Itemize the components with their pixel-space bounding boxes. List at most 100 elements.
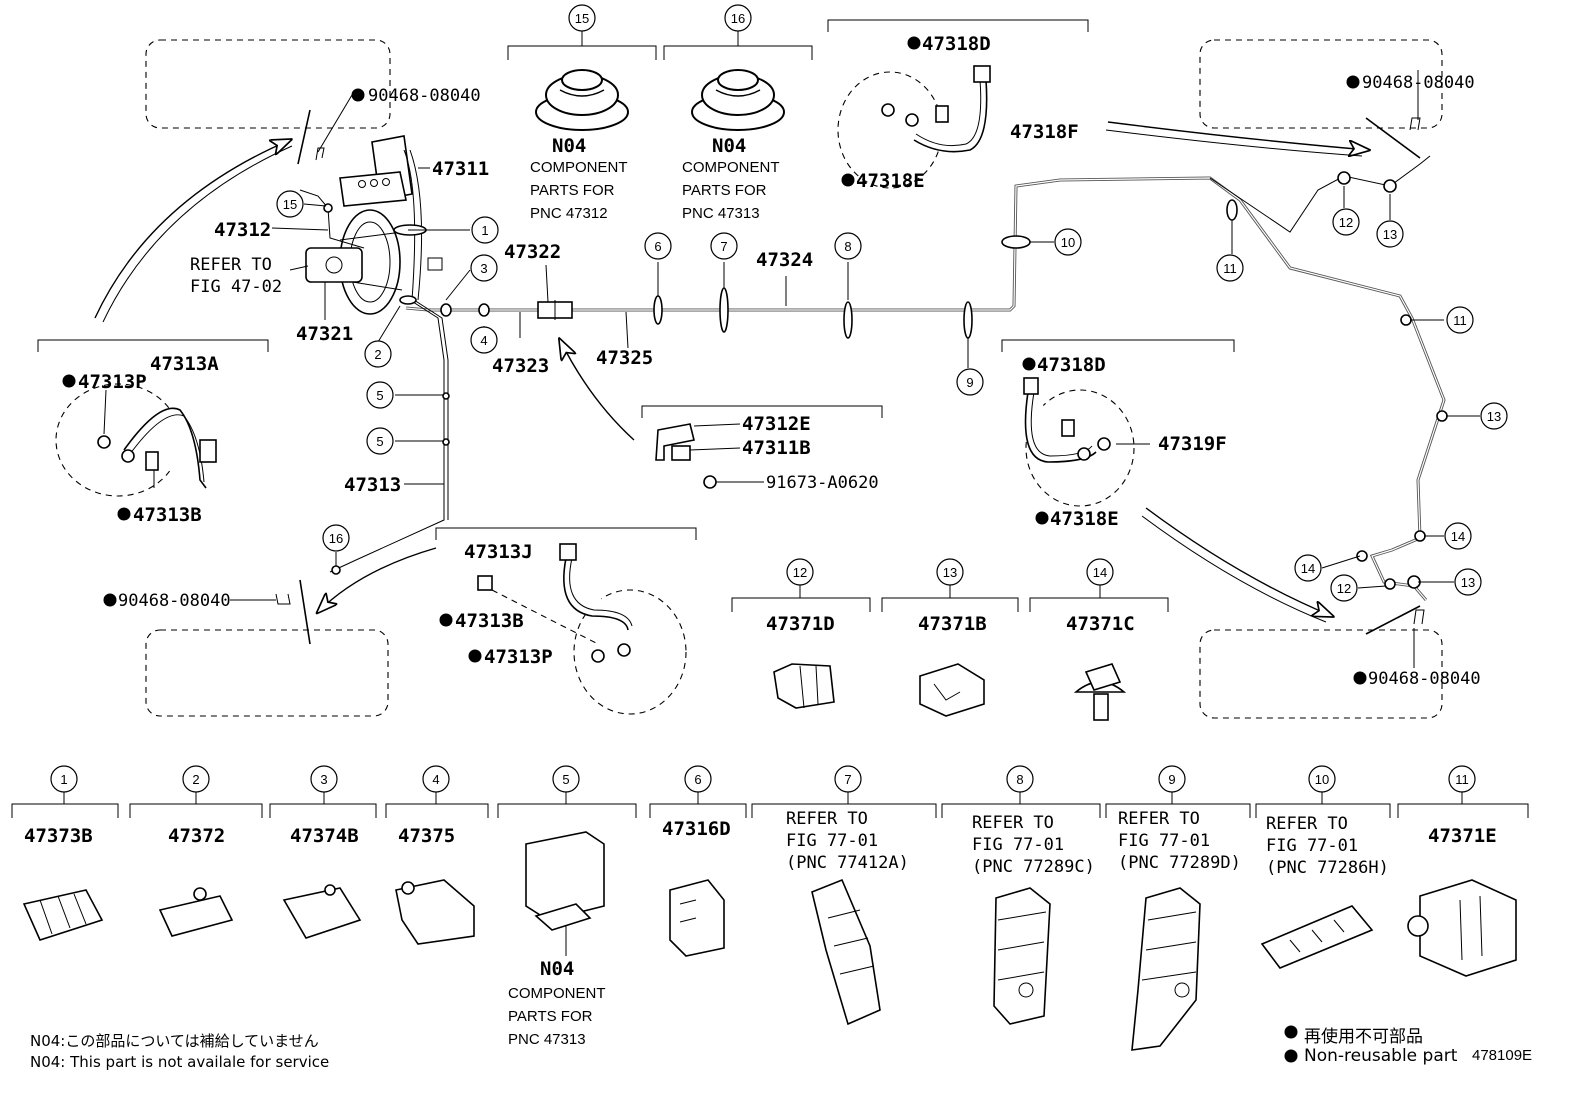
- bottom-1-part: 47373B: [24, 825, 93, 847]
- callout-14-main-b: 14: [1294, 554, 1322, 582]
- grommet-box-16: [663, 30, 813, 131]
- svg-text:11: 11: [1455, 772, 1469, 787]
- callout-16-box: 16: [724, 4, 752, 32]
- clip-15: [323, 203, 333, 213]
- bottom-5-code: N04: [540, 958, 574, 980]
- svg-text:8: 8: [844, 239, 851, 254]
- callout-15-box: 15: [568, 4, 596, 32]
- bracket-47312E-detail: [641, 405, 883, 489]
- hose-47313J-detail: [435, 527, 697, 715]
- svg-text:12: 12: [1339, 215, 1353, 230]
- svg-text:14: 14: [1301, 561, 1315, 576]
- svg-text:5: 5: [562, 772, 569, 787]
- clip-3: [440, 303, 452, 317]
- svg-text:14: 14: [1451, 529, 1465, 544]
- callout-2-main: 2: [364, 340, 392, 368]
- svg-text:6: 6: [694, 772, 701, 787]
- bottom-6-part: 47316D: [662, 818, 731, 840]
- label-clip-tl: 90468-08040: [368, 86, 481, 106]
- label-refer-47-02-l1: REFER TO: [190, 255, 272, 275]
- svg-text:12: 12: [793, 565, 807, 580]
- bottom-clip-boxes: [11, 792, 1529, 1051]
- callout-14-main-a: 14: [1444, 522, 1472, 550]
- arrow-to-top-right: [1107, 121, 1368, 150]
- arrow-to-bottom-left: [318, 547, 437, 612]
- callout-12-main-b: 12: [1330, 574, 1358, 602]
- callout-13-main-c: 13: [1454, 568, 1482, 596]
- outline-box-top-right: [1199, 39, 1443, 129]
- svg-text:3: 3: [320, 772, 327, 787]
- grommet-16-code: N04: [712, 135, 746, 157]
- label-47322: 47322: [504, 241, 561, 263]
- callout-9-box: 9: [1158, 765, 1186, 793]
- bottom-8-ref3: (PNC 77289C): [972, 857, 1095, 877]
- svg-text:3: 3: [480, 261, 487, 276]
- svg-text:10: 10: [1315, 772, 1329, 787]
- clip-5-lower: [442, 438, 450, 446]
- callout-15-main: 15: [276, 190, 304, 218]
- label-clip-br: 90468-08040: [1368, 669, 1481, 689]
- bottom-7-ref2: FIG 77-01: [786, 831, 878, 851]
- clip-10: [1001, 235, 1031, 249]
- callout-3-box: 3: [310, 765, 338, 793]
- label-91673: 91673-A0620: [766, 473, 879, 493]
- label-clip-bl: 90468-08040: [118, 591, 231, 611]
- callout-5-box: 5: [552, 765, 580, 793]
- svg-text:13: 13: [943, 565, 957, 580]
- label-47311: 47311: [432, 158, 489, 180]
- callout-1-main: 1: [471, 216, 499, 244]
- svg-text:9: 9: [966, 375, 973, 390]
- bottom-8-ref1: REFER TO: [972, 813, 1054, 833]
- grommet-16-line2: PARTS FOR: [682, 182, 767, 199]
- callout-6-box: 6: [684, 765, 712, 793]
- callout-9-main: 9: [956, 368, 984, 396]
- label-47313P-b: 47313P: [484, 646, 553, 668]
- label-refer-47-02-l2: FIG 47-02: [190, 277, 282, 297]
- label-47323: 47323: [492, 355, 549, 377]
- label-clip-tr: 90468-08040: [1362, 73, 1475, 93]
- callout-5-main-a: 5: [366, 381, 394, 409]
- clip-11-upper: [1226, 199, 1238, 221]
- clip-box-12-part: 47371D: [766, 613, 835, 635]
- callout-12-box: 12: [786, 558, 814, 586]
- master-cylinder-assembly: [305, 135, 443, 315]
- svg-text:16: 16: [731, 11, 745, 26]
- bottom-4-part: 47375: [398, 825, 455, 847]
- label-47313B-b: 47313B: [455, 610, 524, 632]
- figure-id: 478109E: [1472, 1047, 1532, 1064]
- svg-text:8: 8: [1016, 772, 1023, 787]
- arrow-to-47323: [560, 340, 635, 441]
- leader-lines: [230, 70, 1480, 668]
- label-47312: 47312: [214, 219, 271, 241]
- bottom-10-ref1: REFER TO: [1266, 814, 1348, 834]
- clip-14-mid: [1414, 530, 1426, 542]
- outline-box-bottom-right: [1199, 629, 1443, 719]
- non-reusable-dots: [62, 36, 1367, 1063]
- svg-text:1: 1: [60, 772, 67, 787]
- clip-6: [653, 295, 663, 325]
- svg-text:9: 9: [1168, 772, 1175, 787]
- clip-2: [399, 295, 417, 305]
- callout-13-main-a: 13: [1376, 220, 1404, 248]
- svg-text:15: 15: [575, 11, 589, 26]
- svg-text:5: 5: [376, 434, 383, 449]
- callout-10-main: 10: [1054, 228, 1082, 256]
- main-brake-pipe: [405, 155, 1446, 601]
- grommet-16-line3: PNC 47313: [682, 205, 760, 222]
- callout-14-box: 14: [1086, 558, 1114, 586]
- label-47318D-b: 47318D: [1037, 354, 1106, 376]
- arrow-to-top-right-inner: [1105, 129, 1363, 157]
- clip-8: [843, 301, 853, 339]
- clip-rod-top-right: [1365, 117, 1421, 159]
- label-47313: 47313: [344, 474, 401, 496]
- svg-text:11: 11: [1223, 261, 1237, 276]
- bottom-10-ref2: FIG 77-01: [1266, 836, 1358, 856]
- arrow-to-top-left-inner: [102, 145, 293, 323]
- clip-12-lower: [1384, 578, 1396, 590]
- svg-text:5: 5: [376, 388, 383, 403]
- label-47319F: 47319F: [1158, 433, 1227, 455]
- clip-box-14-part: 47371C: [1066, 613, 1135, 635]
- svg-text:13: 13: [1383, 227, 1397, 242]
- bottom-5-line3: PNC 47313: [508, 1031, 586, 1048]
